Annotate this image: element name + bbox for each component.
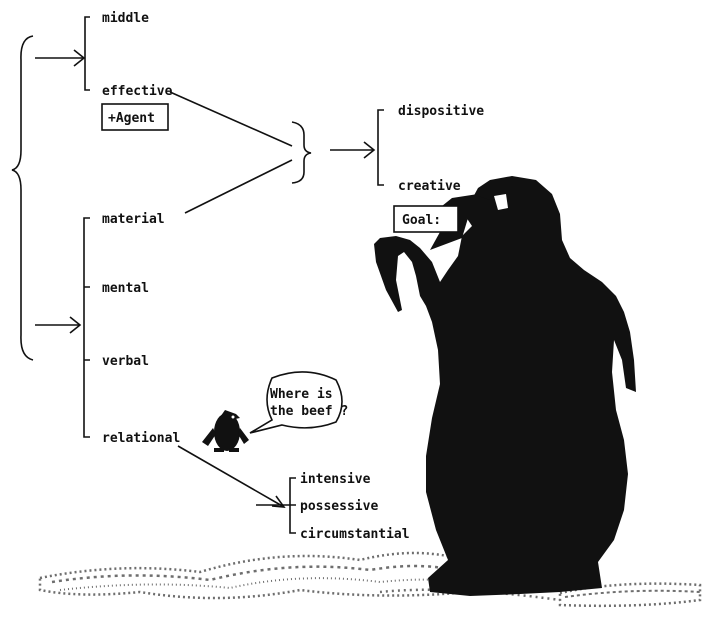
speech-bubble (249, 371, 343, 434)
label-effective: effective (102, 84, 173, 99)
label-relational: relational (102, 431, 180, 446)
speech-line-1: Where is (270, 387, 333, 402)
label-creative: creative (398, 179, 461, 194)
agent-feature-label: +Agent (108, 111, 155, 126)
material-to-brace-line (184, 159, 293, 214)
goal-feature-label: Goal: (402, 213, 441, 228)
relational-bracket (256, 477, 296, 534)
label-intensive: intensive (300, 472, 371, 487)
label-verbal: verbal (102, 354, 149, 369)
penguin-beak-overlap (458, 196, 490, 226)
relational-arrow (177, 445, 286, 508)
agency-entry-arrow (330, 141, 376, 159)
voice-entry-arrow (35, 49, 86, 67)
process-bracket (83, 217, 90, 438)
left-curly-brace (11, 35, 34, 361)
label-dispositive: dispositive (398, 104, 484, 119)
penguin-icon (374, 176, 636, 596)
label-material: material (102, 212, 165, 227)
agency-bracket (377, 109, 384, 186)
agent-feature-box (101, 103, 169, 131)
speech-line-2: the beef ? (270, 404, 348, 419)
right-curly-brace (291, 121, 312, 184)
label-circumstantial: circumstantial (300, 527, 410, 542)
process-entry-arrow (35, 316, 82, 334)
label-mental: mental (102, 281, 149, 296)
stippled-snow-ground (38, 551, 702, 608)
goal-feature-box (393, 205, 459, 233)
label-possessive: possessive (300, 499, 378, 514)
voice-bracket (84, 16, 90, 91)
label-middle: middle (102, 11, 149, 26)
effective-to-brace-line (169, 91, 293, 147)
small-penguin-icon (202, 410, 249, 452)
